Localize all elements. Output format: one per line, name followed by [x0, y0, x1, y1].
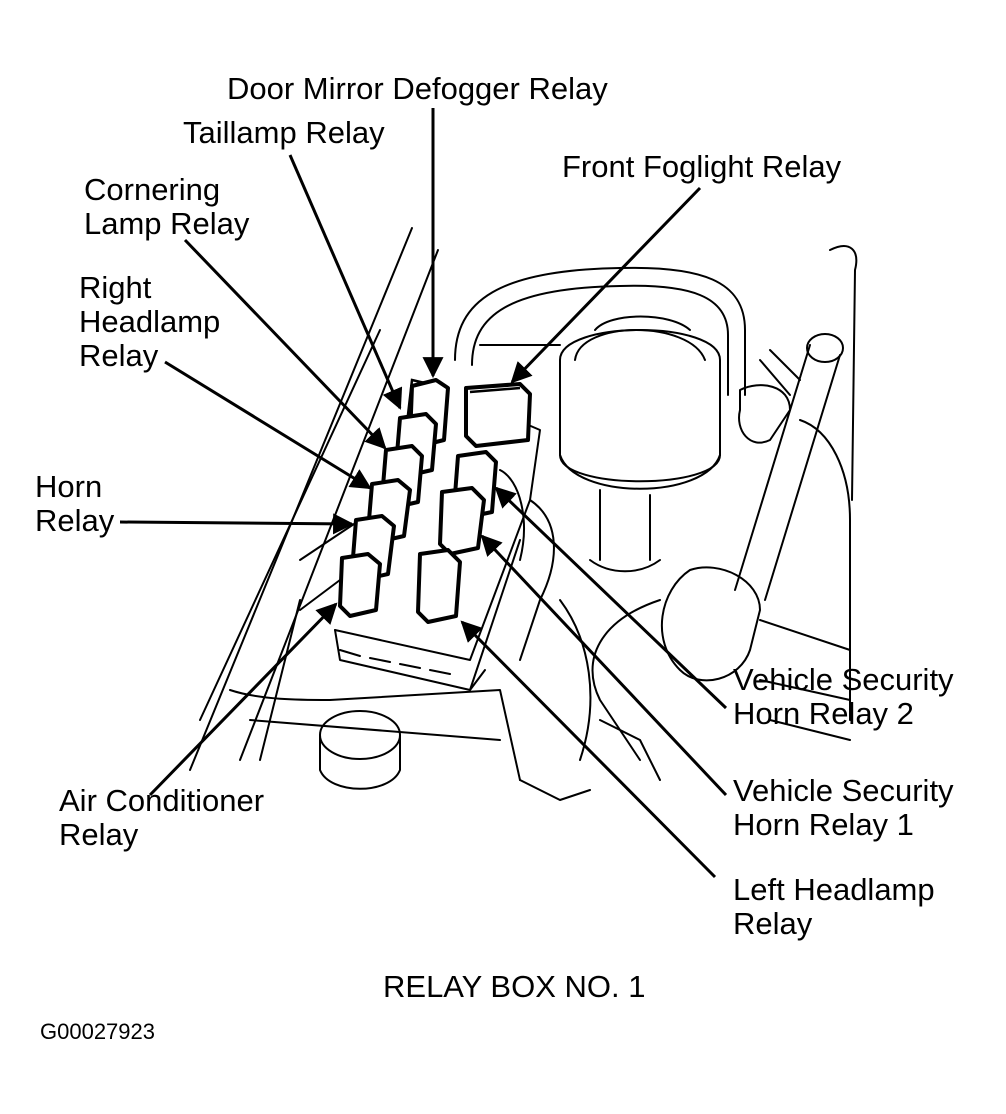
label-air-conditioner-relay: Air Conditioner Relay — [59, 783, 265, 852]
label-left-headlamp-relay: Left Headlamp Relay — [733, 872, 935, 941]
relay-left-headlamp — [416, 548, 462, 624]
label-front-foglight-relay: Front Foglight Relay — [562, 149, 842, 184]
relay-air-conditioner — [338, 552, 382, 618]
leader-taillamp — [288, 154, 403, 410]
diagram-caption: RELAY BOX NO. 1 — [383, 969, 646, 1004]
label-vehicle-security-horn-relay-2: Vehicle Security Horn Relay 2 — [733, 662, 954, 731]
leader-front-foglight — [510, 186, 702, 384]
label-cornering-lamp-relay: Cornering Lamp Relay — [84, 172, 250, 241]
leader-vehicle-security-1 — [480, 534, 728, 797]
label-right-headlamp-relay: Right Headlamp Relay — [79, 270, 221, 373]
leader-left-headlamp — [460, 620, 717, 879]
leader-vehicle-security-2 — [494, 486, 728, 710]
leader-air-conditioner — [148, 602, 338, 797]
leader-right-headlamp — [164, 360, 372, 490]
label-taillamp-relay: Taillamp Relay — [183, 115, 385, 150]
label-vehicle-security-horn-relay-1: Vehicle Security Horn Relay 1 — [733, 773, 954, 842]
relay-front-foglight — [464, 382, 532, 448]
engine-bay-background — [189, 227, 858, 801]
figure-code: G00027923 — [40, 1019, 155, 1044]
label-door-mirror-defogger-relay: Door Mirror Defogger Relay — [227, 71, 608, 106]
leader-lines — [119, 108, 728, 879]
label-horn-relay: Horn Relay — [35, 469, 115, 538]
leader-horn — [119, 513, 355, 535]
relay-vehicle-security-1 — [438, 486, 486, 556]
leader-cornering-lamp — [183, 238, 387, 450]
